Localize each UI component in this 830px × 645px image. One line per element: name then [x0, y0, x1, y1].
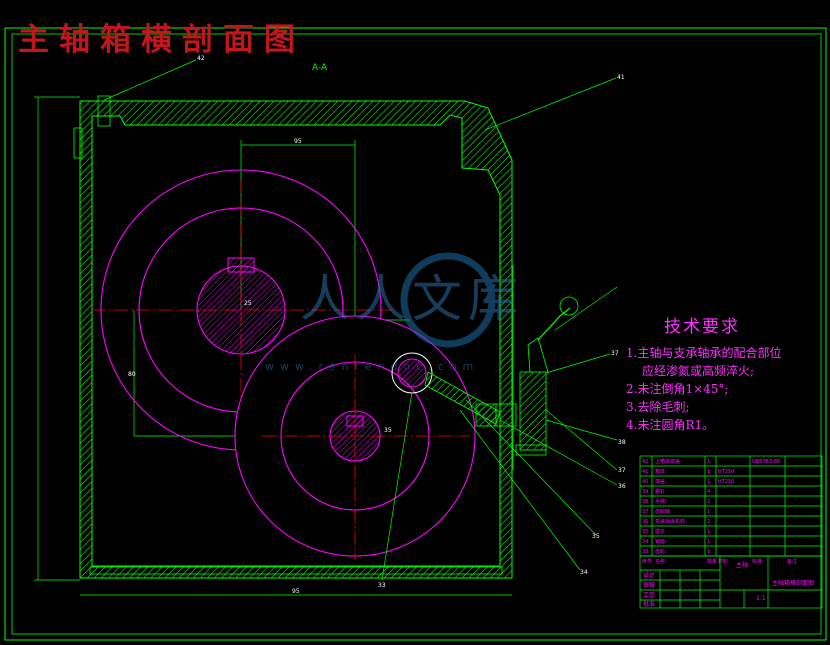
parts-cell: 41	[642, 469, 648, 475]
dim-label-left: 80	[128, 371, 136, 378]
callout-34: 34	[580, 569, 588, 576]
parts-cell: 37	[642, 509, 648, 515]
parts-cell: 变速操纵机构	[655, 518, 685, 525]
inner-frame	[11, 33, 822, 635]
title-block-text: 主轴 主轴箱横剖面图 1:1 设计 审核 工艺 批准	[643, 561, 814, 608]
parts-cell: 4	[707, 489, 710, 495]
title-block-role-approve: 批准	[643, 600, 655, 608]
parts-table	[639, 455, 823, 557]
parts-cell: 端盖	[655, 478, 665, 485]
parts-cell: 39	[642, 489, 648, 495]
parts-cell: 2	[707, 499, 710, 505]
dimension-labels: 95 25 80 35 95	[128, 138, 392, 595]
parts-cell: 螺钉	[655, 488, 665, 495]
watermark-url: www.renrendoc.com	[265, 360, 479, 373]
parts-cell: 2	[707, 519, 710, 525]
callout-42: 42	[197, 55, 205, 62]
section-label: A-A	[312, 63, 328, 73]
parts-cell: 拨叉	[655, 528, 665, 535]
parts-header-cell: 备注	[787, 558, 797, 565]
parts-cell: 33	[642, 549, 648, 555]
parts-header-cell: 名称	[655, 558, 665, 565]
parts-cell: 1	[707, 509, 710, 515]
callout-33: 33	[378, 582, 386, 589]
callout-37b: 37	[618, 467, 626, 474]
parts-header-cell: 序号	[642, 558, 652, 565]
parts-cell: 齿轮轴	[655, 508, 670, 515]
callout-35: 35	[592, 533, 600, 540]
dim-label-right: 35	[384, 427, 392, 434]
page-title: 主轴箱横剖面图	[18, 22, 305, 58]
dim-label-top: 95	[294, 138, 302, 145]
title-block-role-design: 设计	[643, 571, 655, 579]
parts-cell: GB5783-86	[752, 459, 780, 465]
shift-handle	[475, 296, 579, 456]
tech-item-4: 3.去除毛刺;	[626, 400, 690, 414]
tech-item-1: 1.主轴与支承轴承的配合部位	[626, 346, 782, 360]
parts-cell: 1	[707, 459, 710, 465]
parts-cell: 1	[707, 469, 710, 475]
parts-cell: 1	[707, 549, 710, 555]
tech-item-2: 应经渗氮或高频淬火;	[642, 364, 755, 378]
technical-requirements: 技术要求 1.主轴与支承轴承的配合部位 应经渗氮或高频淬火; 2.未注倒角1×4…	[626, 318, 781, 434]
callout-38: 38	[618, 439, 626, 446]
tech-item-5: 4.未注圆角R1。	[626, 418, 715, 432]
title-block	[639, 555, 823, 609]
title-block-drawing-title: 主轴箱横剖面图	[772, 579, 814, 587]
dim-label-bottom: 95	[292, 588, 300, 595]
lower-gear	[234, 315, 476, 560]
leader-lines	[103, 59, 618, 581]
parts-cell: 上箱体端盖	[655, 458, 680, 465]
parts-cell: 1	[707, 529, 710, 535]
callout-41: 41	[617, 74, 625, 81]
parts-header-cell: 数量	[707, 558, 717, 565]
outer-frame	[4, 27, 827, 641]
callout-numbers: 42 41 37 38 37 36 35 34 33	[197, 55, 626, 589]
parts-cell: 手柄	[655, 498, 665, 505]
parts-cell: 38	[642, 499, 648, 505]
title-block-name: 主轴	[736, 561, 748, 569]
callout-37a: 37	[611, 350, 619, 357]
watermark-text: 人人文库	[300, 270, 524, 328]
parts-cell: 销轴	[655, 538, 665, 545]
callout-36: 36	[618, 483, 626, 490]
parts-header-cell: 标准	[752, 558, 762, 565]
tech-requirements-heading: 技术要求	[664, 317, 740, 337]
parts-cell: 35	[642, 529, 648, 535]
parts-cell: 箱体	[655, 468, 665, 475]
parts-cell: 1	[707, 539, 710, 545]
parts-cell: HT250	[718, 469, 734, 475]
parts-cell: 34	[642, 539, 648, 545]
watermark: 人人文库 www.renrendoc.com	[265, 252, 524, 373]
tech-item-3: 2.未注倒角1×45°;	[626, 382, 729, 396]
gearbox-housing	[73, 95, 513, 579]
parts-cell: 40	[642, 479, 648, 485]
dim-label-center: 25	[244, 300, 252, 307]
parts-cell: 1	[707, 479, 710, 485]
parts-cell: HT250	[718, 479, 734, 485]
title-block-role-review: 审核	[643, 581, 655, 589]
parts-cell: 42	[642, 459, 648, 465]
parts-header-cell: 材料	[718, 558, 728, 565]
parts-cell: 36	[642, 519, 648, 525]
parts-cell: 齿轮	[655, 548, 665, 555]
title-block-scale: 1:1	[756, 595, 766, 602]
title-block-role-process: 工艺	[643, 591, 655, 599]
